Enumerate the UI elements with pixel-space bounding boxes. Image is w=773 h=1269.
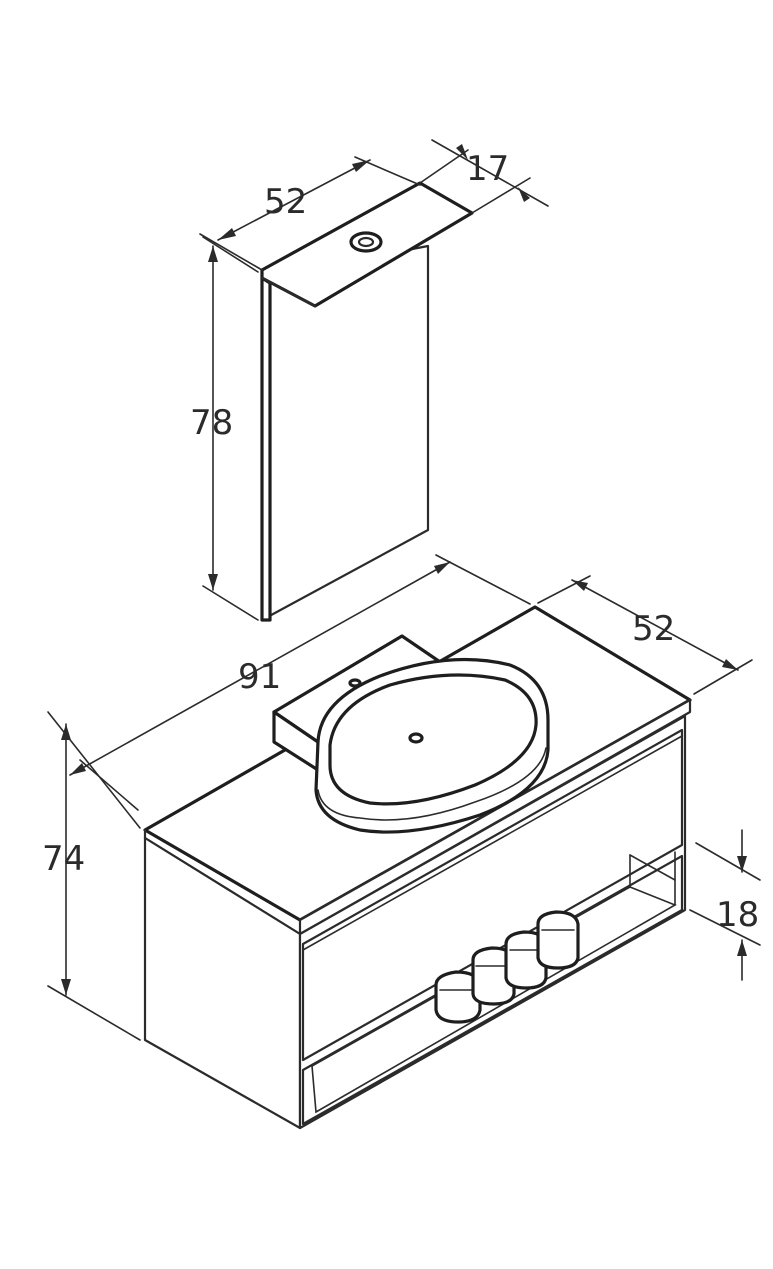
ext-line — [202, 236, 259, 273]
arrow-head — [572, 580, 588, 591]
ext-line — [689, 909, 761, 946]
drain-hole — [408, 732, 424, 744]
arrow-head — [456, 144, 468, 160]
cabinet-height-label: 74 — [42, 839, 85, 879]
mirror-top-shelf — [260, 181, 474, 308]
arrow-head — [352, 160, 370, 172]
mirror-side-edge — [260, 276, 272, 622]
mirror-width-label: 52 — [264, 182, 307, 222]
towel — [434, 970, 482, 1024]
ext-line — [537, 575, 591, 604]
towel — [504, 930, 548, 990]
cabinet-depth-label: 52 — [632, 609, 675, 649]
cabinet-width-label: 91 — [238, 657, 281, 697]
towel — [471, 946, 516, 1006]
ext-line — [693, 659, 753, 695]
arrow-head — [61, 979, 71, 995]
ext-line — [471, 177, 531, 214]
arrow-head — [434, 562, 450, 574]
mirror-front-face — [260, 244, 430, 622]
dim-shelf-height: 18 — [689, 829, 761, 981]
mirror-depth-label: 17 — [466, 149, 509, 189]
mirror-height-label: 78 — [190, 403, 233, 443]
towel — [536, 910, 580, 970]
dim-cabinet-height: 74 — [42, 711, 141, 1041]
ext-line — [202, 585, 259, 621]
mirror-cabinet — [260, 181, 474, 622]
ext-line — [47, 985, 141, 1041]
dim-mirror-width: 52 — [199, 156, 421, 271]
dim-cabinet-depth: 52 — [537, 575, 753, 695]
shelf-height-label: 18 — [716, 895, 759, 935]
ext-line — [47, 711, 141, 829]
ext-line — [435, 554, 531, 605]
mirror-shelf-front-edge — [260, 276, 317, 308]
rolled-towels — [434, 910, 580, 1024]
basin-rim-edge — [317, 747, 547, 821]
basin-rim-inner — [328, 673, 538, 806]
shelf-hole — [349, 231, 383, 253]
ext-line — [695, 842, 761, 881]
drawer-front — [301, 728, 684, 1062]
washbasin — [272, 634, 550, 834]
arrow-head — [518, 187, 530, 202]
dim-line — [217, 159, 371, 241]
shelf-hole-inner — [357, 236, 375, 248]
dim-line — [571, 579, 739, 671]
ext-line — [199, 233, 263, 271]
basin-bowl — [314, 657, 550, 834]
arrow-head — [70, 763, 86, 775]
arrow-head — [208, 574, 218, 590]
arrow-head — [218, 228, 236, 240]
shelf-back-top — [629, 854, 676, 881]
countertop-front-edge — [298, 698, 692, 936]
tap-hole — [348, 678, 362, 688]
ext-line — [419, 149, 469, 184]
dim-line — [431, 139, 549, 207]
dim-mirror-height: 78 — [190, 236, 259, 621]
drawer-top-line — [302, 735, 683, 951]
dim-mirror-depth: 17 — [419, 139, 549, 214]
arrow-head — [737, 940, 747, 956]
dim-cabinet-width: 91 — [69, 554, 531, 811]
arrow-head — [61, 724, 71, 740]
arrow-head — [737, 856, 747, 872]
ext-line — [79, 759, 139, 811]
dim-line — [69, 561, 451, 776]
arrow-head — [208, 246, 218, 262]
vanity-cabinet — [143, 605, 692, 1130]
arrow-head — [722, 659, 738, 670]
